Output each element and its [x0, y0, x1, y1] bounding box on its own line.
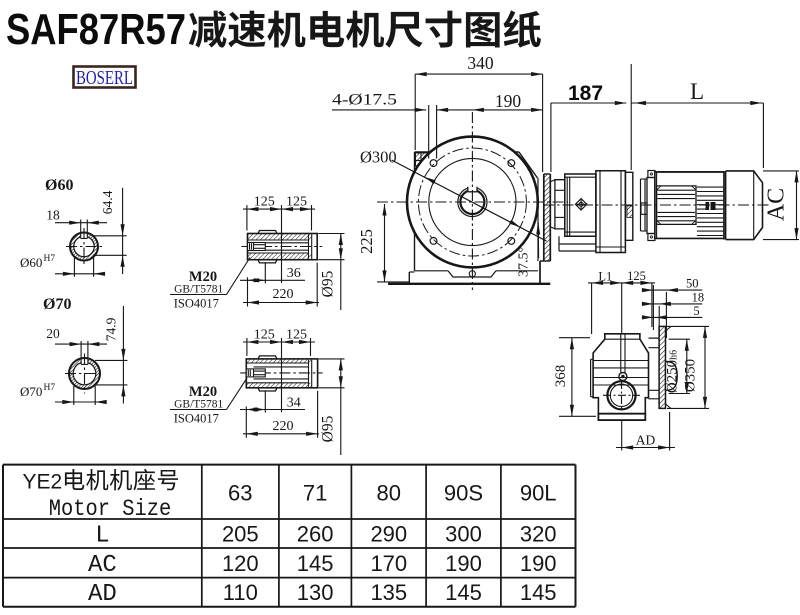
svg-text:ISO4017: ISO4017 [174, 412, 219, 426]
svg-text:170: 170 [370, 551, 407, 576]
svg-text:SAF87R57: SAF87R57 [6, 5, 186, 54]
svg-text:Ø350: Ø350 [683, 359, 699, 392]
svg-text:4-Ø17.5: 4-Ø17.5 [332, 92, 397, 109]
svg-text:Motor Size: Motor Size [49, 496, 172, 522]
svg-text:368: 368 [553, 365, 569, 388]
svg-text:90L: 90L [520, 481, 557, 506]
svg-text:Ø70: Ø70 [20, 384, 42, 399]
svg-text:125: 125 [286, 195, 307, 210]
svg-text:71: 71 [303, 481, 327, 506]
svg-text:AC: AC [764, 188, 790, 221]
svg-text:AD: AD [636, 433, 656, 448]
svg-text:135: 135 [370, 580, 407, 605]
svg-text:Ø95: Ø95 [319, 415, 336, 442]
svg-text:190: 190 [445, 551, 482, 576]
svg-text:18: 18 [46, 208, 60, 223]
svg-text:90S: 90S [444, 481, 483, 506]
svg-text:64.4: 64.4 [100, 190, 115, 214]
svg-text:37.5°: 37.5° [516, 247, 531, 277]
svg-text:190: 190 [495, 91, 522, 111]
svg-text:80: 80 [377, 481, 401, 506]
svg-text:Ø70: Ø70 [43, 296, 71, 313]
svg-text:36: 36 [287, 266, 301, 281]
svg-text:120: 120 [222, 551, 259, 576]
svg-text:L: L [95, 523, 109, 550]
svg-text:125: 125 [627, 269, 646, 283]
svg-text:260: 260 [297, 522, 334, 547]
svg-text:Ø60: Ø60 [20, 255, 42, 270]
svg-text:H7: H7 [44, 383, 56, 393]
svg-text:125: 125 [286, 327, 307, 342]
svg-text:74.9: 74.9 [104, 317, 119, 341]
svg-text:290: 290 [370, 522, 407, 547]
svg-text:AD: AD [88, 581, 117, 608]
svg-text:63: 63 [228, 481, 252, 506]
svg-text:GB/T5781: GB/T5781 [174, 284, 223, 296]
svg-text:190: 190 [520, 551, 557, 576]
svg-text:300: 300 [445, 522, 482, 547]
svg-text:AC: AC [88, 552, 117, 579]
svg-text:130: 130 [297, 580, 334, 605]
svg-text:ISO4017: ISO4017 [174, 297, 219, 311]
svg-text:H7: H7 [44, 254, 56, 264]
svg-text:BOSERL: BOSERL [76, 67, 133, 89]
svg-text:GB/T5781: GB/T5781 [174, 399, 223, 411]
svg-text:145: 145 [445, 580, 482, 605]
svg-text:20: 20 [46, 326, 60, 341]
svg-text:125: 125 [254, 195, 275, 210]
svg-text:18: 18 [692, 291, 705, 305]
svg-text:145: 145 [297, 551, 334, 576]
svg-text:5: 5 [693, 304, 699, 318]
svg-text:145: 145 [520, 580, 557, 605]
svg-text:220: 220 [273, 287, 294, 302]
svg-text:34: 34 [287, 395, 301, 410]
svg-text:Ø60: Ø60 [45, 177, 73, 194]
svg-text:Ø95: Ø95 [319, 270, 336, 297]
svg-text:205: 205 [222, 522, 259, 547]
svg-text:YE2: YE2 [23, 471, 63, 494]
svg-text:320: 320 [520, 522, 557, 547]
svg-text:220: 220 [273, 419, 294, 434]
svg-text:L: L [690, 79, 704, 104]
svg-text:225: 225 [357, 229, 376, 254]
svg-text:125: 125 [254, 327, 275, 342]
svg-text:340: 340 [467, 53, 494, 73]
svg-text:187: 187 [568, 82, 603, 105]
svg-text:Ø300: Ø300 [360, 148, 397, 167]
svg-text:110: 110 [223, 580, 258, 605]
svg-text:50: 50 [686, 277, 699, 291]
